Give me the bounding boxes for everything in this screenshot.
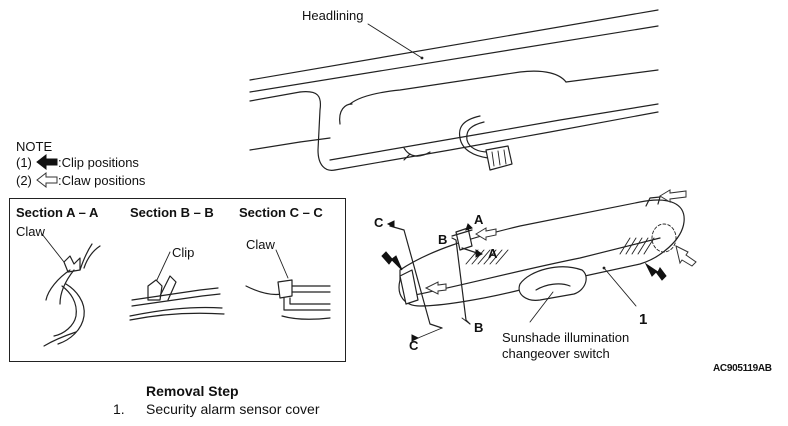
clip-arrow-icon [644, 262, 667, 281]
note-claw-arrow-icon [36, 171, 58, 189]
cut-label-c-top: C [374, 215, 384, 230]
note-claw-number: (2) [16, 173, 32, 188]
cut-label-c-lower: C [409, 338, 419, 353]
claw-arrow-icon [675, 245, 697, 267]
section-cut-lines [386, 220, 483, 342]
figure-code: AC905119AB [713, 363, 772, 374]
note-claw-text: :Claw positions [58, 173, 146, 188]
headlining-leader [367, 23, 423, 59]
section-c-title: Section C – C [239, 205, 323, 220]
note-title: NOTE [16, 139, 53, 154]
clip-arrow-icon [381, 251, 403, 271]
cut-label-b-lower: B [474, 320, 484, 335]
sensor-cover-assembly [398, 196, 685, 323]
removal-step-title: Removal Step [146, 383, 239, 399]
cut-label-b-top: B [438, 232, 448, 247]
section-a-title: Section A – A [16, 205, 99, 220]
switch-label-line1: Sunshade illumination [502, 330, 630, 345]
switch-label-line2: changeover switch [502, 346, 610, 361]
clip-label-b: Clip [172, 245, 195, 260]
section-b-drawing [129, 251, 225, 321]
note-clip-arrow-icon [36, 153, 58, 171]
cut-label-a-lower: A [488, 246, 498, 261]
headlining-panel [249, 9, 659, 171]
headlining-label: Headlining [302, 8, 364, 23]
claw-label-c: Claw [246, 237, 275, 252]
claw-label-a: Claw [16, 224, 45, 239]
callout-number-1: 1 [639, 311, 648, 328]
section-c-drawing [245, 249, 331, 320]
section-b-title: Section B – B [130, 205, 214, 220]
note-clip-text: :Clip positions [58, 155, 139, 170]
claw-arrow-icon [424, 281, 447, 295]
note-clip-number: (1) [16, 155, 32, 170]
step-number: 1. [113, 401, 125, 417]
cut-label-a-top: A [474, 212, 484, 227]
section-a-drawing [41, 233, 101, 347]
step-text: Security alarm sensor cover [146, 401, 320, 417]
section-views-frame [9, 198, 346, 362]
claw-arrow-icon [475, 227, 497, 241]
wire-harness-connector [458, 115, 513, 171]
claw-arrow-icon [659, 189, 687, 203]
